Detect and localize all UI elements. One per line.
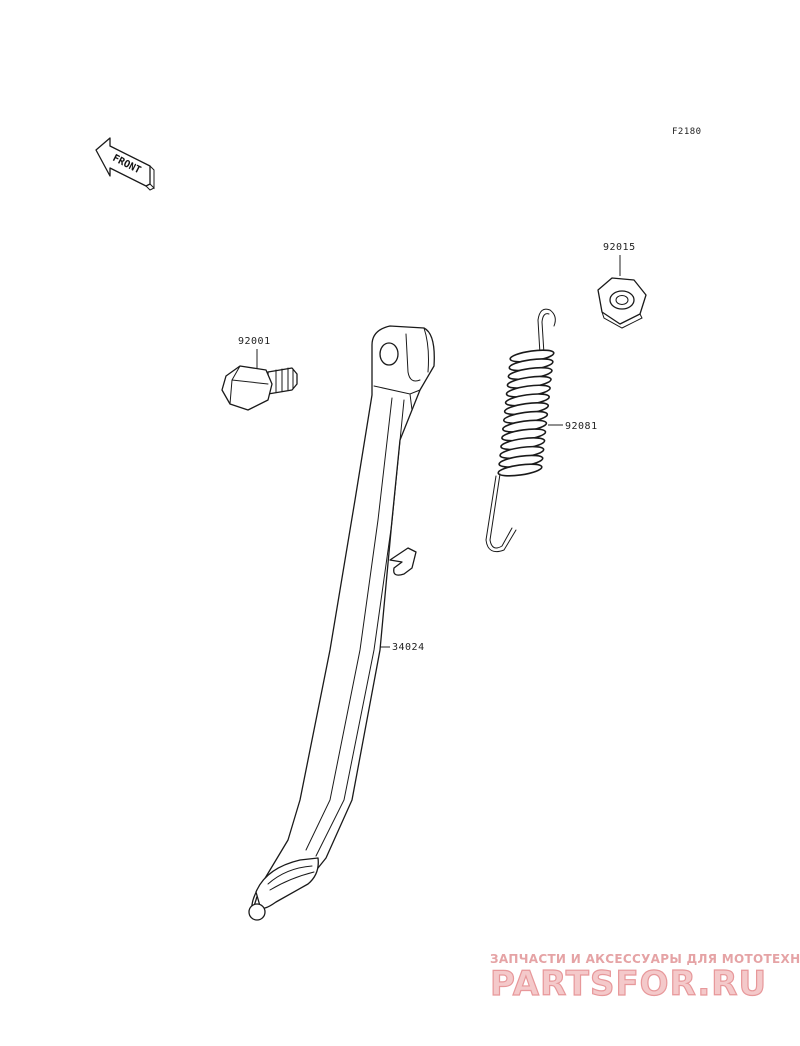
part-number-34024: 34024	[392, 642, 425, 653]
part-number-92015: 92015	[603, 242, 636, 253]
side-stand-34024: 34024	[248, 325, 435, 921]
part-number-92081: 92081	[565, 421, 598, 432]
bolt-92001: 92001	[221, 336, 298, 411]
spring-92081: 92081	[485, 308, 598, 553]
watermark-brand: PARTSFOR.RU	[490, 964, 767, 1004]
nut-92015: 92015	[597, 242, 647, 329]
watermark-logo: ЗАПЧАСТИ И АКСЕССУАРЫ ДЛЯ МОТОТЕХНИКИ PA…	[489, 952, 800, 1005]
front-arrow-icon: FRONT	[95, 137, 155, 191]
spring-coil	[497, 463, 543, 477]
part-number-92001: 92001	[238, 336, 271, 347]
spring-coils	[497, 349, 555, 477]
figure-code: F2180	[672, 127, 702, 137]
watermark-tagline: ЗАПЧАСТИ И АКСЕССУАРЫ ДЛЯ МОТОТЕХНИКИ	[490, 952, 800, 966]
